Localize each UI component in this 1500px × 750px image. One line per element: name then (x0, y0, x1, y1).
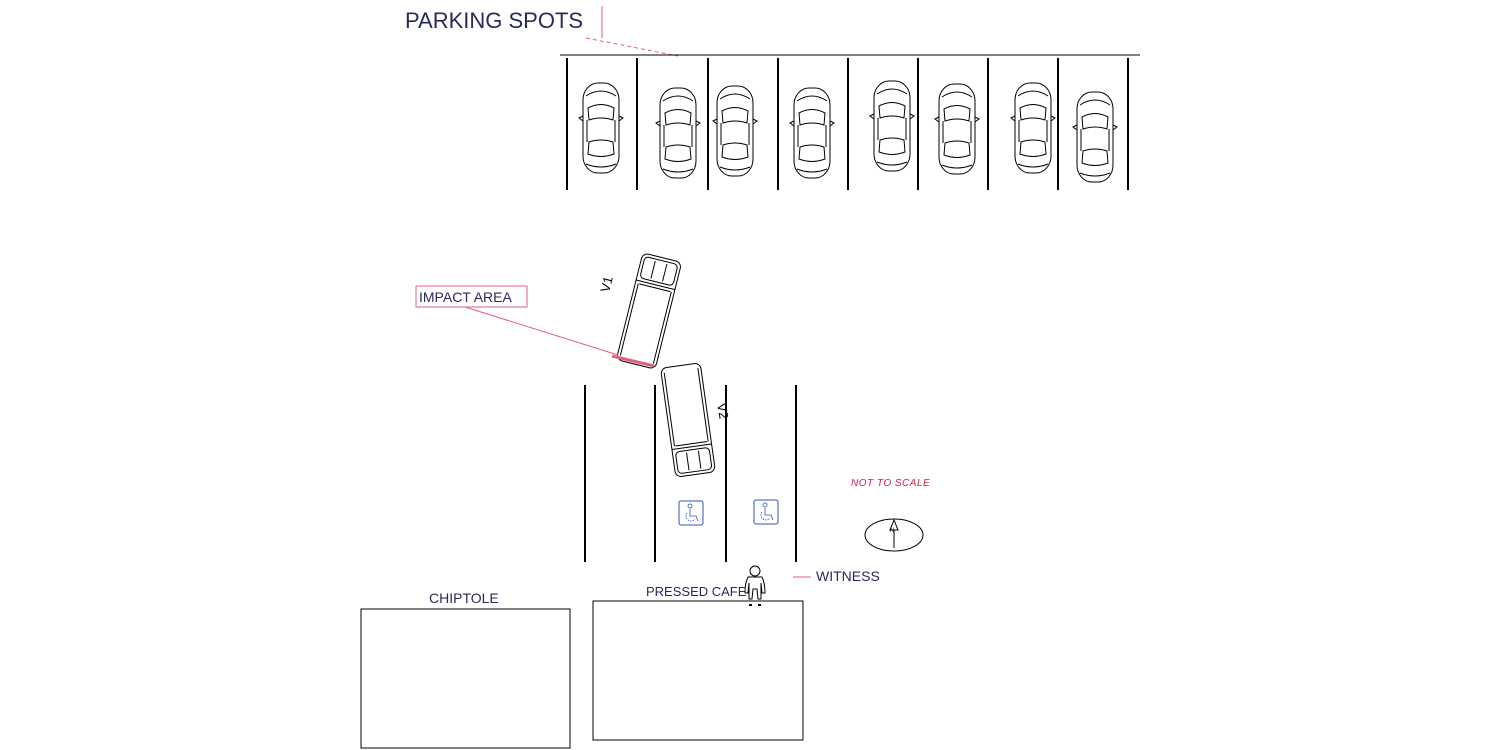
parked-car-icon (1010, 82, 1056, 174)
parking-row (560, 54, 1140, 190)
building-left (360, 608, 571, 749)
parked-car-icon (789, 87, 835, 179)
impact-label-box (415, 285, 528, 308)
vehicle-1-label: V1 (597, 275, 615, 294)
parked-car-icon (578, 82, 624, 174)
lower-stalls (584, 385, 797, 562)
impact-area-label: IMPACT AREA (419, 289, 513, 305)
vehicle-1 (615, 252, 683, 370)
building-left-label: CHIPTOLE (429, 590, 499, 606)
title-leader-line (585, 37, 679, 57)
diagram-title: PARKING SPOTS (405, 8, 583, 33)
parked-car-icon (712, 85, 758, 177)
impact-leader-line (464, 306, 619, 356)
witness-person-icon (744, 565, 766, 606)
wheelchair-icon (678, 500, 704, 526)
wheelchair-icon (753, 499, 779, 525)
witness-label: WITNESS (816, 568, 880, 584)
vehicle-2-label: V2 (714, 402, 732, 420)
scale-note: NOT TO SCALE (851, 478, 930, 489)
north-arrow-letter: N (890, 528, 894, 534)
building-right (592, 600, 804, 741)
parked-car-icon (1072, 91, 1118, 183)
impact-marker (611, 354, 655, 368)
building-right-label: PRESSED CAFE (646, 584, 747, 599)
vehicle-2 (660, 362, 716, 478)
parked-car-icon (869, 80, 915, 172)
north-arrow-icon: N (864, 518, 924, 552)
parked-car-icon (934, 83, 980, 175)
parked-car-icon (655, 87, 701, 179)
